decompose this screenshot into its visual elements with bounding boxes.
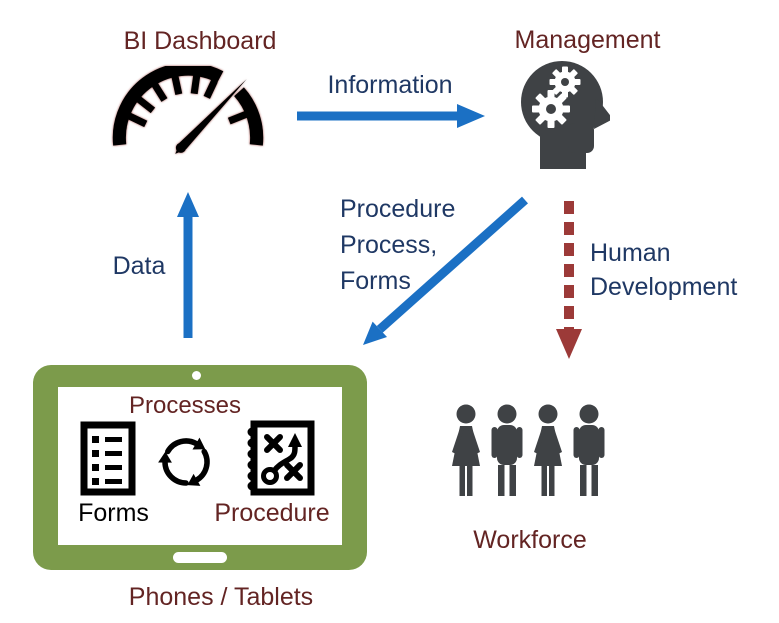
processes-label: Processes bbox=[128, 392, 242, 419]
human-development-arrow bbox=[553, 198, 585, 369]
tablet-home-button bbox=[173, 552, 227, 563]
workforce-title: Workforce bbox=[473, 526, 587, 554]
information-arrow bbox=[295, 101, 487, 136]
data-arrow bbox=[175, 190, 201, 345]
checklist-icon bbox=[80, 421, 136, 501]
information-label: Information bbox=[327, 71, 453, 99]
cycle-icon bbox=[155, 432, 217, 497]
tablet-camera-dot bbox=[192, 371, 201, 380]
gauge-icon bbox=[112, 62, 264, 169]
procedure-process-forms-arrow bbox=[355, 193, 535, 358]
strategy-icon bbox=[242, 420, 316, 501]
people-icon bbox=[448, 399, 612, 514]
tablet-frame: Processes bbox=[33, 365, 367, 570]
phones-tablets-title: Phones / Tablets bbox=[128, 583, 314, 611]
management-title: Management bbox=[514, 26, 661, 54]
tablet-screen: Processes bbox=[58, 387, 342, 545]
bi-dashboard-title: BI Dashboard bbox=[123, 27, 277, 55]
procedure-process-forms-label: Procedure Process, Forms bbox=[340, 195, 456, 295]
forms-label: Forms bbox=[78, 499, 149, 527]
procedure-label: Procedure bbox=[214, 499, 330, 527]
head-gears-icon bbox=[518, 57, 613, 174]
data-label: Data bbox=[112, 252, 166, 280]
human-development-label: Human Development bbox=[590, 239, 738, 301]
